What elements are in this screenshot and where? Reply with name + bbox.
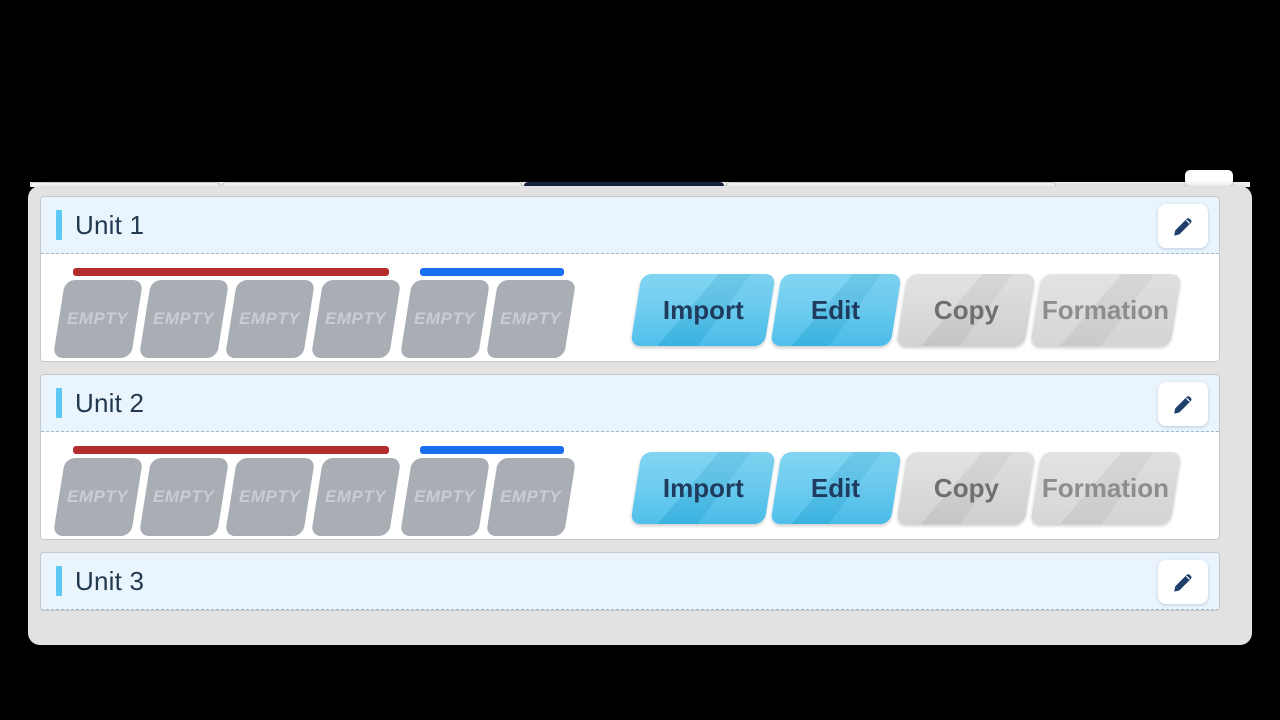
slot-group-back-row: EMPTY EMPTY bbox=[399, 446, 577, 536]
pencil-icon-glyph bbox=[1174, 396, 1192, 414]
pencil-icon bbox=[1170, 391, 1196, 417]
copy-button-label: Copy bbox=[933, 472, 999, 503]
slot-label: EMPTY bbox=[239, 309, 301, 328]
slot-label: EMPTY bbox=[67, 487, 129, 506]
unit-slot[interactable]: EMPTY bbox=[52, 458, 144, 536]
formation-button[interactable]: Formation bbox=[1030, 274, 1182, 346]
unit-actions: Import Edit Copy Formation bbox=[630, 452, 1182, 524]
unit-accent-bar bbox=[56, 388, 62, 418]
unit-card: Unit 2 EMPTY EMPTY EMPTY EMPTY EMPTY EMPTY Impo… bbox=[40, 374, 1220, 540]
back-row-indicator-bar bbox=[420, 268, 564, 276]
slot-group-back-row: EMPTY EMPTY bbox=[399, 268, 577, 358]
unit-list-panel: Unit 1 EMPTY EMPTY EMPTY EMPTY EMPTY EMPTY Impo… bbox=[28, 186, 1252, 645]
edit-button-label: Edit bbox=[811, 294, 861, 325]
edit-unit-button[interactable] bbox=[1158, 382, 1208, 426]
copy-button-label: Copy bbox=[933, 294, 999, 325]
unit-slot[interactable]: EMPTY bbox=[138, 280, 230, 358]
copy-button[interactable]: Copy bbox=[896, 452, 1036, 524]
slot-label: EMPTY bbox=[67, 309, 129, 328]
formation-button[interactable]: Formation bbox=[1030, 452, 1182, 524]
unit-slot[interactable]: EMPTY bbox=[224, 458, 316, 536]
back-row-indicator-bar bbox=[420, 446, 564, 454]
tab-strip bbox=[30, 182, 1250, 187]
pencil-icon-glyph bbox=[1174, 574, 1192, 592]
copy-button[interactable]: Copy bbox=[896, 274, 1036, 346]
window-tab-1[interactable] bbox=[30, 182, 220, 187]
unit-card: Unit 3EMPTYEMPTYEMPTYEMPTYEMPTYEMPTYImpo… bbox=[40, 552, 1220, 611]
edit-unit-button[interactable] bbox=[1158, 204, 1208, 248]
slot-label: EMPTY bbox=[500, 487, 562, 506]
window-tab-4[interactable] bbox=[726, 182, 1056, 187]
unit-slot[interactable]: EMPTY bbox=[485, 280, 577, 358]
window-tab-2[interactable] bbox=[222, 182, 522, 187]
unit-body: EMPTY EMPTY EMPTY EMPTY EMPTY EMPTY Import Edit… bbox=[41, 254, 1219, 361]
unit-accent-bar bbox=[56, 210, 62, 240]
unit-slot[interactable]: EMPTY bbox=[310, 458, 402, 536]
edit-button[interactable]: Edit bbox=[770, 274, 902, 346]
slot-label: EMPTY bbox=[500, 309, 562, 328]
slot-group-front-row: EMPTY EMPTY EMPTY EMPTY bbox=[52, 268, 402, 358]
slot-label: EMPTY bbox=[153, 487, 215, 506]
edit-button[interactable]: Edit bbox=[770, 452, 902, 524]
pencil-icon bbox=[1170, 213, 1196, 239]
unit-slot[interactable]: EMPTY bbox=[399, 458, 491, 536]
window-tab-3[interactable] bbox=[524, 182, 724, 187]
slot-label: EMPTY bbox=[414, 487, 476, 506]
edit-unit-button[interactable] bbox=[1158, 560, 1208, 604]
unit-title: Unit 3 bbox=[75, 566, 145, 596]
slot-group-front-row: EMPTY EMPTY EMPTY EMPTY bbox=[52, 446, 402, 536]
unit-list: Unit 1 EMPTY EMPTY EMPTY EMPTY EMPTY EMPTY Impo… bbox=[40, 196, 1240, 645]
unit-accent-bar bbox=[56, 566, 62, 596]
slot-label: EMPTY bbox=[153, 309, 215, 328]
unit-header: Unit 2 bbox=[41, 375, 1219, 432]
slot-label: EMPTY bbox=[325, 487, 387, 506]
unit-slot[interactable]: EMPTY bbox=[224, 280, 316, 358]
unit-slot[interactable]: EMPTY bbox=[138, 458, 230, 536]
unit-slot[interactable]: EMPTY bbox=[52, 280, 144, 358]
formation-slots: EMPTY EMPTY EMPTY EMPTY EMPTY EMPTY bbox=[52, 446, 577, 536]
slot-label: EMPTY bbox=[239, 487, 301, 506]
unit-slot[interactable]: EMPTY bbox=[399, 280, 491, 358]
pencil-icon-glyph bbox=[1174, 218, 1192, 236]
unit-body: EMPTY EMPTY EMPTY EMPTY EMPTY EMPTY Import Edit… bbox=[41, 432, 1219, 539]
import-button[interactable]: Import bbox=[630, 274, 776, 346]
formation-button-label: Formation bbox=[1042, 294, 1170, 325]
unit-title: Unit 2 bbox=[75, 388, 145, 418]
formation-button-label: Formation bbox=[1042, 472, 1170, 503]
formation-slots: EMPTY EMPTY EMPTY EMPTY EMPTY EMPTY bbox=[52, 268, 577, 358]
unit-slot[interactable]: EMPTY bbox=[310, 280, 402, 358]
unit-slot[interactable]: EMPTY bbox=[485, 458, 577, 536]
front-row-indicator-bar bbox=[73, 446, 389, 454]
edit-button-label: Edit bbox=[811, 472, 861, 503]
unit-header: Unit 3 bbox=[41, 553, 1219, 610]
unit-title: Unit 1 bbox=[75, 210, 145, 240]
import-button-label: Import bbox=[662, 294, 744, 325]
import-button-label: Import bbox=[662, 472, 744, 503]
pencil-icon bbox=[1170, 569, 1196, 595]
slot-label: EMPTY bbox=[414, 309, 476, 328]
front-row-indicator-bar bbox=[73, 268, 389, 276]
unit-actions: Import Edit Copy Formation bbox=[630, 274, 1182, 346]
unit-card: Unit 1 EMPTY EMPTY EMPTY EMPTY EMPTY EMPTY Impo… bbox=[40, 196, 1220, 362]
unit-header: Unit 1 bbox=[41, 197, 1219, 254]
top-right-button[interactable] bbox=[1185, 170, 1233, 186]
slot-label: EMPTY bbox=[325, 309, 387, 328]
import-button[interactable]: Import bbox=[630, 452, 776, 524]
